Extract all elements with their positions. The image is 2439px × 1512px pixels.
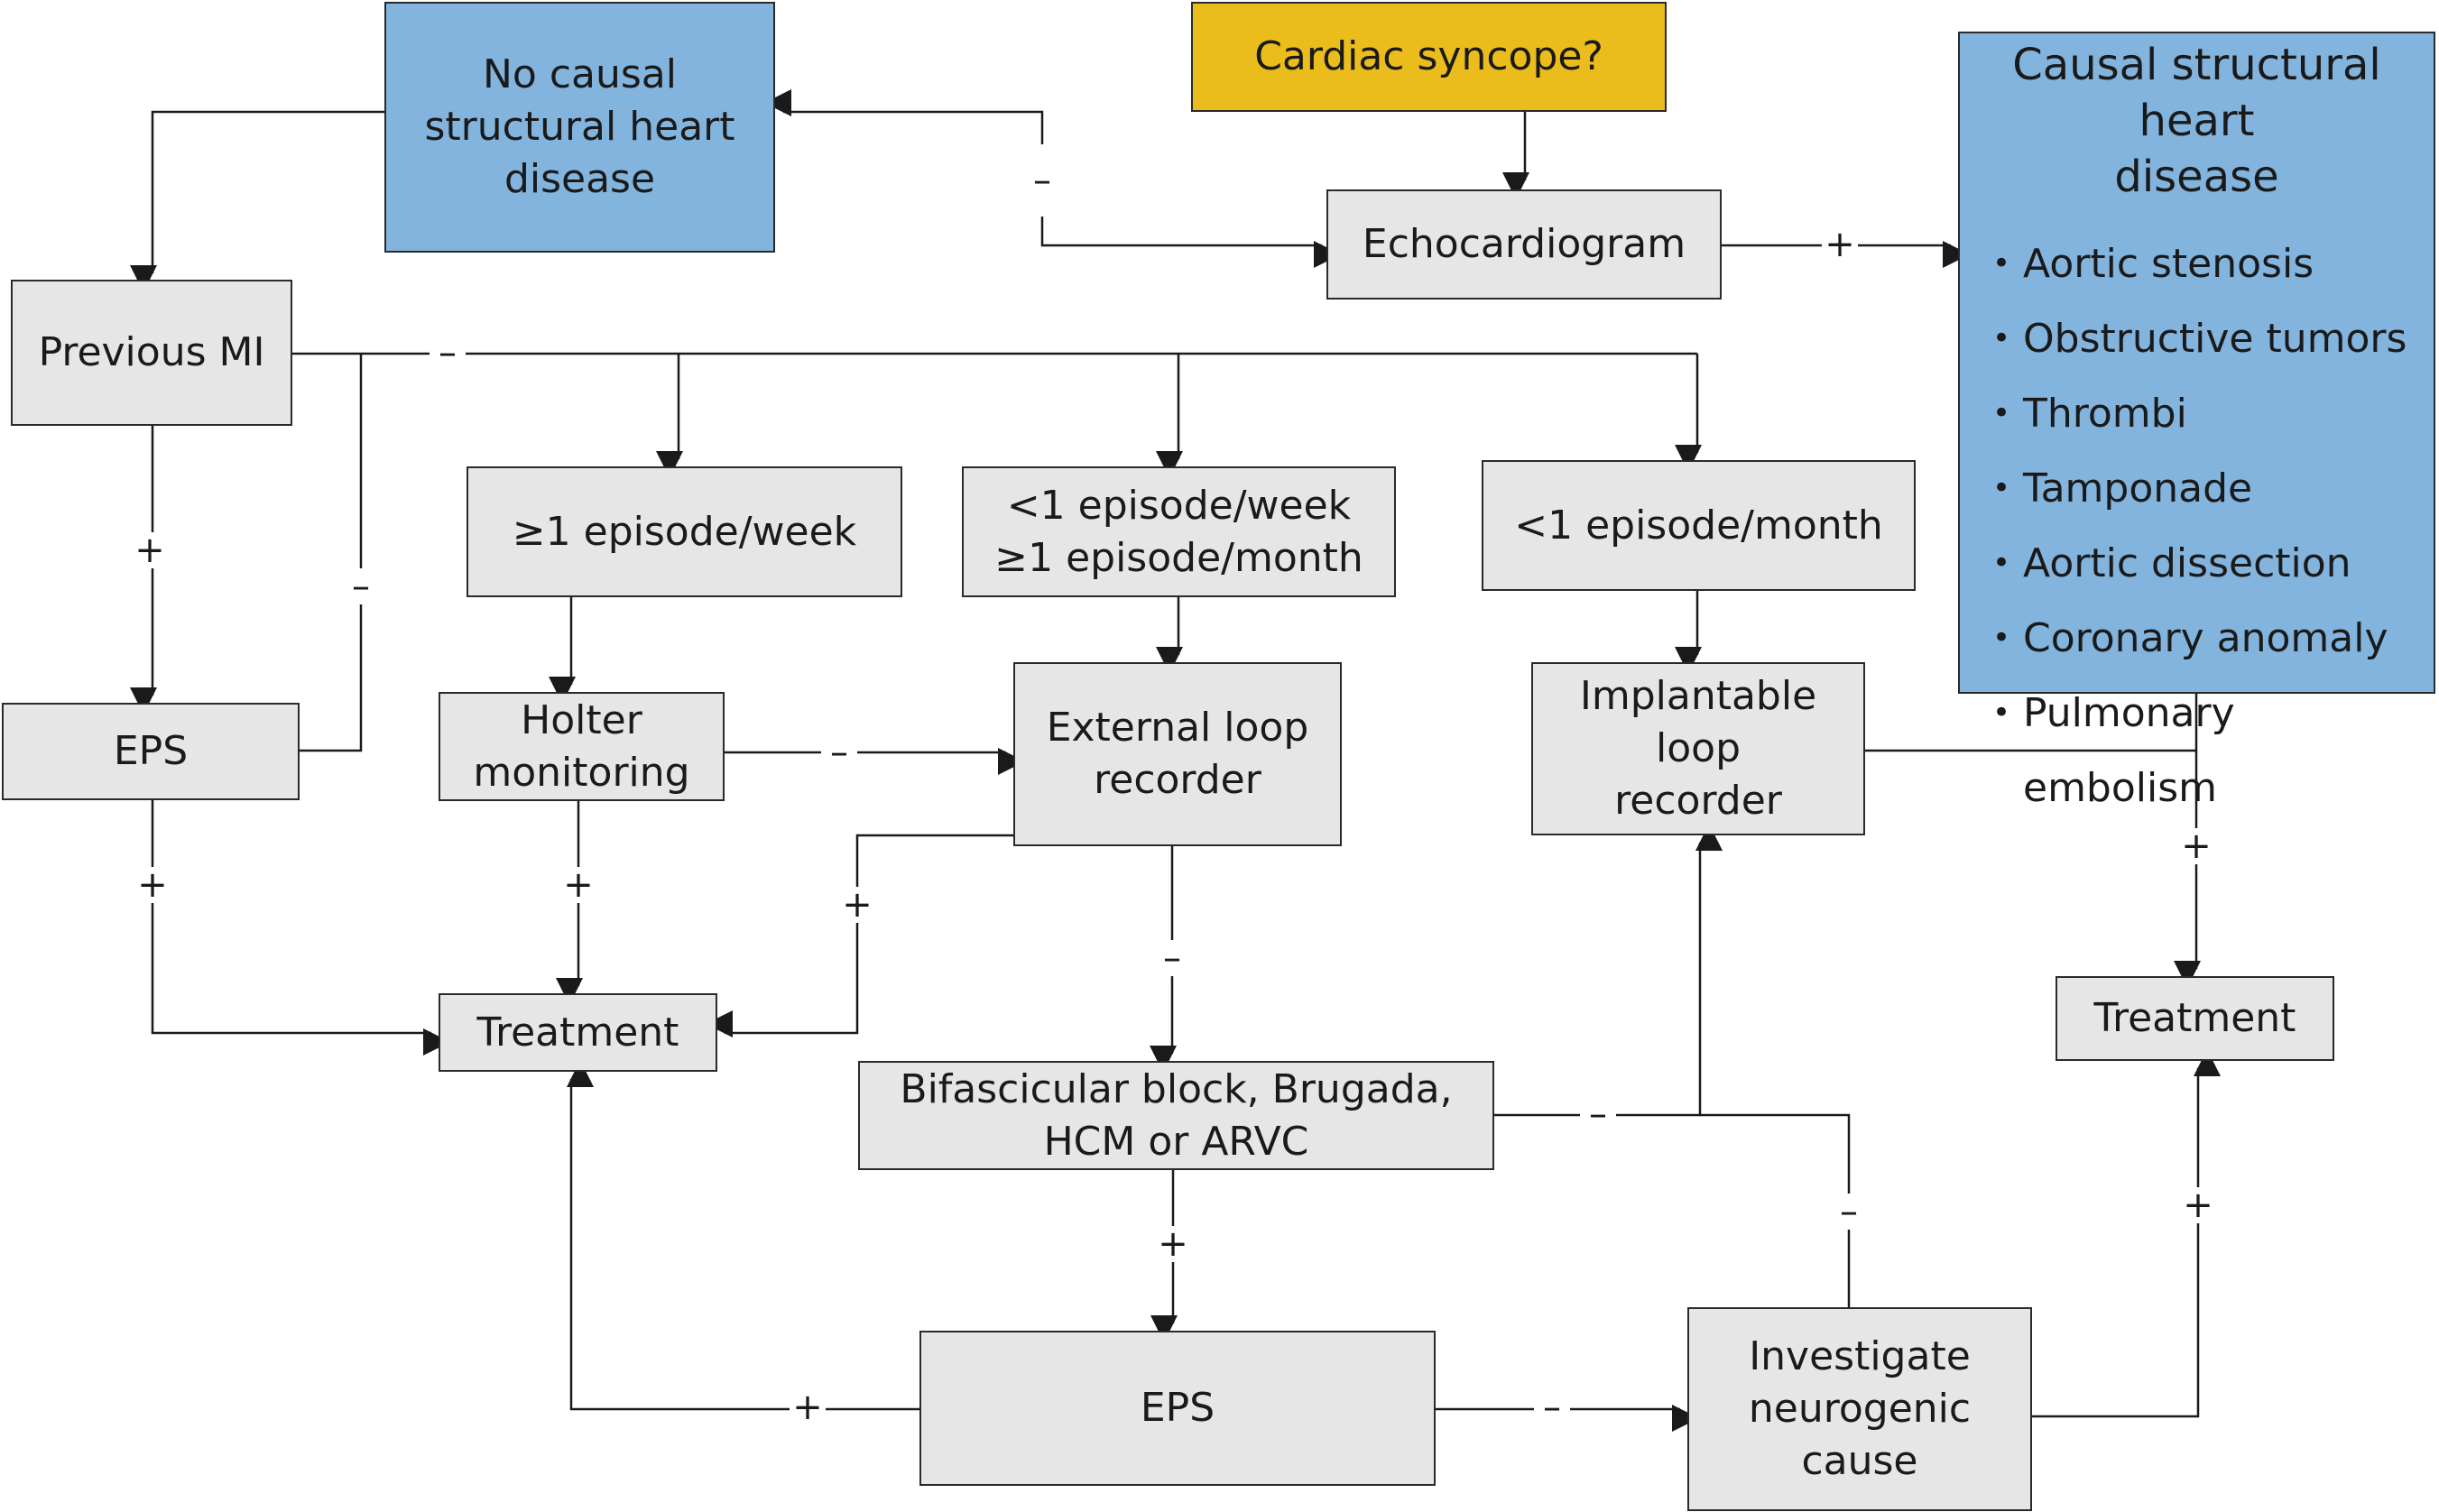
plus-sign: + [1155, 1226, 1191, 1262]
previous-mi-box: Previous MI [11, 280, 292, 426]
plus-sign: + [560, 867, 596, 903]
edge-no-causal-to-previous-mi [130, 110, 384, 292]
no-causal-label: No causal structural heart disease [424, 51, 735, 202]
lt1-episode-month-label: <1 episode/month [1514, 502, 1883, 549]
edge-neurogenic-to-implantable-junction [1700, 1113, 1851, 1307]
edge-echo-no-causal-link [764, 89, 1044, 144]
edge-external-loop-to-treatment [706, 834, 1013, 1037]
treatment-right-label: Treatment [2093, 995, 2296, 1041]
investigate-neurogenic-cause-box: Investigate neurogenic cause [1687, 1307, 2032, 1511]
implantable-loop-recorder-box: Implantable loop recorder [1531, 662, 1865, 835]
neurogenic-label: Investigate neurogenic cause [1748, 1333, 1972, 1484]
plus-sign: + [790, 1389, 826, 1425]
echocardiogram-box: Echocardiogram [1326, 189, 1722, 300]
external-loop-recorder-box: External loop recorder [1013, 662, 1342, 846]
list-item: Thrombi [1992, 376, 2428, 451]
edge-minus-branch-to-eps [300, 354, 363, 752]
cardiac-syncope-label: Cardiac syncope? [1254, 33, 1603, 79]
list-item: Tamponade [1992, 451, 2428, 526]
lt1-week-ge1-month-box: <1 episode/week ≥1 episode/month [962, 466, 1396, 597]
edge-eps-left-to-treatment [151, 800, 450, 1056]
bifascicular-block-box: Bifascicular block, Brugada, HCM or ARVC [858, 1061, 1494, 1170]
eps-bottom-box: EPS [919, 1331, 1436, 1486]
minus-sign: – [1154, 940, 1190, 976]
causal-structural-heart-disease-box: Causal structural heart disease Aortic s… [1958, 32, 2435, 811]
minus-sign: – [1580, 1096, 1616, 1132]
echocardiogram-label: Echocardiogram [1362, 221, 1686, 267]
holter-label: Holter monitoring [473, 696, 690, 796]
previous-mi-label: Previous MI [38, 329, 265, 375]
ge1-episode-week-box: ≥1 episode/week [467, 466, 902, 597]
lt1-episode-month-box: <1 episode/month [1482, 460, 1916, 591]
eps-bottom-label: EPS [1140, 1385, 1215, 1431]
eps-left-box: EPS [2, 703, 300, 800]
edge-echo-no-causal-link-lower [1040, 217, 1341, 268]
minus-sign: – [430, 335, 466, 371]
implantable-loop-label: Implantable loop recorder [1579, 673, 1817, 824]
treatment-right-box: Treatment [2056, 976, 2334, 1061]
no-causal-structural-heart-disease-box: No causal structural heart disease [384, 2, 775, 253]
ge1-episode-week-label: ≥1 episode/week [512, 508, 857, 555]
minus-sign: – [1024, 162, 1060, 198]
plus-sign: + [134, 867, 171, 903]
edge-bifascicular-to-implantable-loop [1494, 824, 1723, 1117]
plus-sign: + [132, 532, 168, 568]
causal-list: Aortic stenosis Obstructive tumors Throm… [1965, 226, 2428, 825]
edge-neurogenic-to-treatment-right [2032, 1049, 2221, 1418]
lt1-week-ge1-month-label: <1 episode/week ≥1 episode/month [994, 482, 1363, 581]
plus-sign: + [1822, 226, 1858, 263]
bifascicular-label: Bifascicular block, Brugada, HCM or ARVC [900, 1065, 1453, 1165]
list-item: Aortic stenosis [1992, 226, 2428, 301]
plus-sign: + [839, 887, 875, 923]
holter-monitoring-box: Holter monitoring [439, 692, 725, 801]
treatment-left-box: Treatment [439, 993, 717, 1072]
list-item: Obstructive tumors [1992, 301, 2428, 376]
minus-sign: – [343, 568, 379, 604]
treatment-left-label: Treatment [476, 1009, 679, 1056]
list-item: Coronary anomaly [1992, 601, 2428, 676]
external-loop-label: External loop recorder [1046, 705, 1309, 803]
minus-sign: – [821, 734, 857, 770]
list-item: Aortic dissection [1992, 526, 2428, 601]
eps-left-label: EPS [113, 728, 189, 774]
minus-sign: – [1831, 1194, 1867, 1230]
plus-sign: + [2180, 1187, 2216, 1223]
list-item: Pulmonary embolism [1992, 676, 2428, 825]
causal-title: Causal structural heart disease [2012, 40, 2381, 202]
plus-sign: + [2178, 828, 2214, 864]
cardiac-syncope-box: Cardiac syncope? [1191, 2, 1667, 112]
minus-sign: – [1534, 1389, 1570, 1425]
